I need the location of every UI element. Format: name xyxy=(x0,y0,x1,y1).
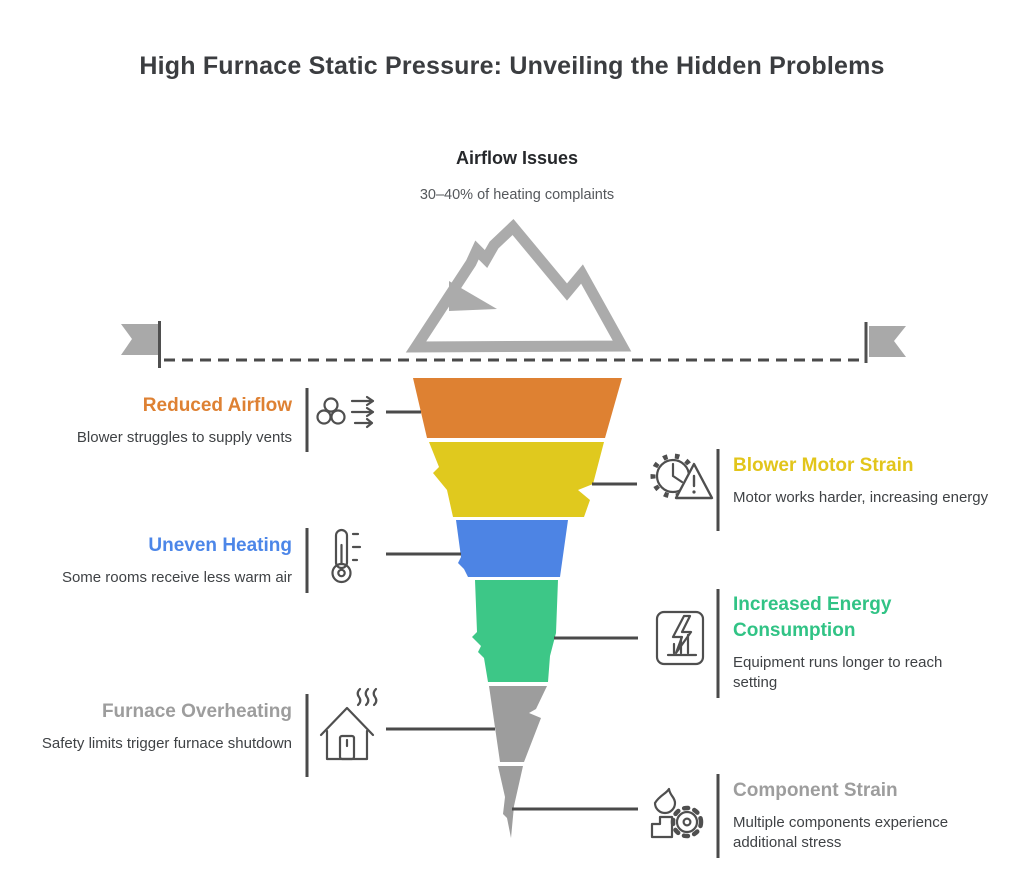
funnel-header-subtitle: 30–40% of heating complaints xyxy=(419,187,615,203)
label-block-furnace-overheating: Furnace Overheating Safety limits trigge… xyxy=(40,699,292,754)
flag-right-icon xyxy=(864,322,906,363)
mountain-icon xyxy=(405,218,632,353)
funnel xyxy=(413,378,622,838)
funnel-segment-uneven-heating xyxy=(456,520,568,577)
label-block-uneven-heating: Uneven Heating Some rooms receive less w… xyxy=(40,533,292,588)
funnel-header-title: Airflow Issues xyxy=(455,148,579,168)
overheating-house-icon xyxy=(319,687,378,761)
flag-left-icon xyxy=(121,321,161,368)
gauge-warning-icon xyxy=(650,453,714,500)
label-description: Safety limits trigger furnace shutdown xyxy=(41,735,292,752)
funnel-segment-blower-motor-strain xyxy=(429,442,604,517)
thermometer-icon xyxy=(331,528,362,584)
connector-lines xyxy=(386,410,638,811)
label-title: Increased Energy Consumption xyxy=(733,594,892,641)
energy-report-icon xyxy=(655,610,705,666)
label-block-reduced-airflow: Reduced Airflow Blower struggles to supp… xyxy=(40,393,292,448)
funnel-segment-increased-energy xyxy=(472,580,558,682)
label-title: Component Strain xyxy=(733,780,898,801)
funnel-segment-furnace-overheating xyxy=(489,686,547,762)
label-title: Uneven Heating xyxy=(148,535,292,556)
label-block-increased-energy: Increased Energy Consumption Equipment r… xyxy=(733,592,989,693)
label-title: Blower Motor Strain xyxy=(733,455,914,476)
fan-icon xyxy=(316,395,375,429)
label-description: Some rooms receive less warm air xyxy=(61,569,292,586)
funnel-segment-component-strain xyxy=(498,766,523,838)
divider-bars xyxy=(305,388,720,858)
funnel-segment-reduced-airflow xyxy=(413,378,622,438)
label-block-component-strain: Component Strain Multiple components exp… xyxy=(733,778,989,853)
label-title: Furnace Overheating xyxy=(101,701,292,722)
label-description: Equipment runs longer to reach setting xyxy=(733,654,943,691)
label-description: Motor works harder, increasing energy xyxy=(733,489,989,506)
label-description: Blower struggles to supply vents xyxy=(76,429,292,446)
page-title: High Furnace Static Pressure: Unveiling … xyxy=(139,52,885,80)
flame-gear-icon xyxy=(650,787,704,839)
label-description: Multiple components experience additiona… xyxy=(733,814,949,851)
label-title: Reduced Airflow xyxy=(142,395,292,416)
label-block-blower-motor-strain: Blower Motor Strain Motor works harder, … xyxy=(733,453,989,508)
